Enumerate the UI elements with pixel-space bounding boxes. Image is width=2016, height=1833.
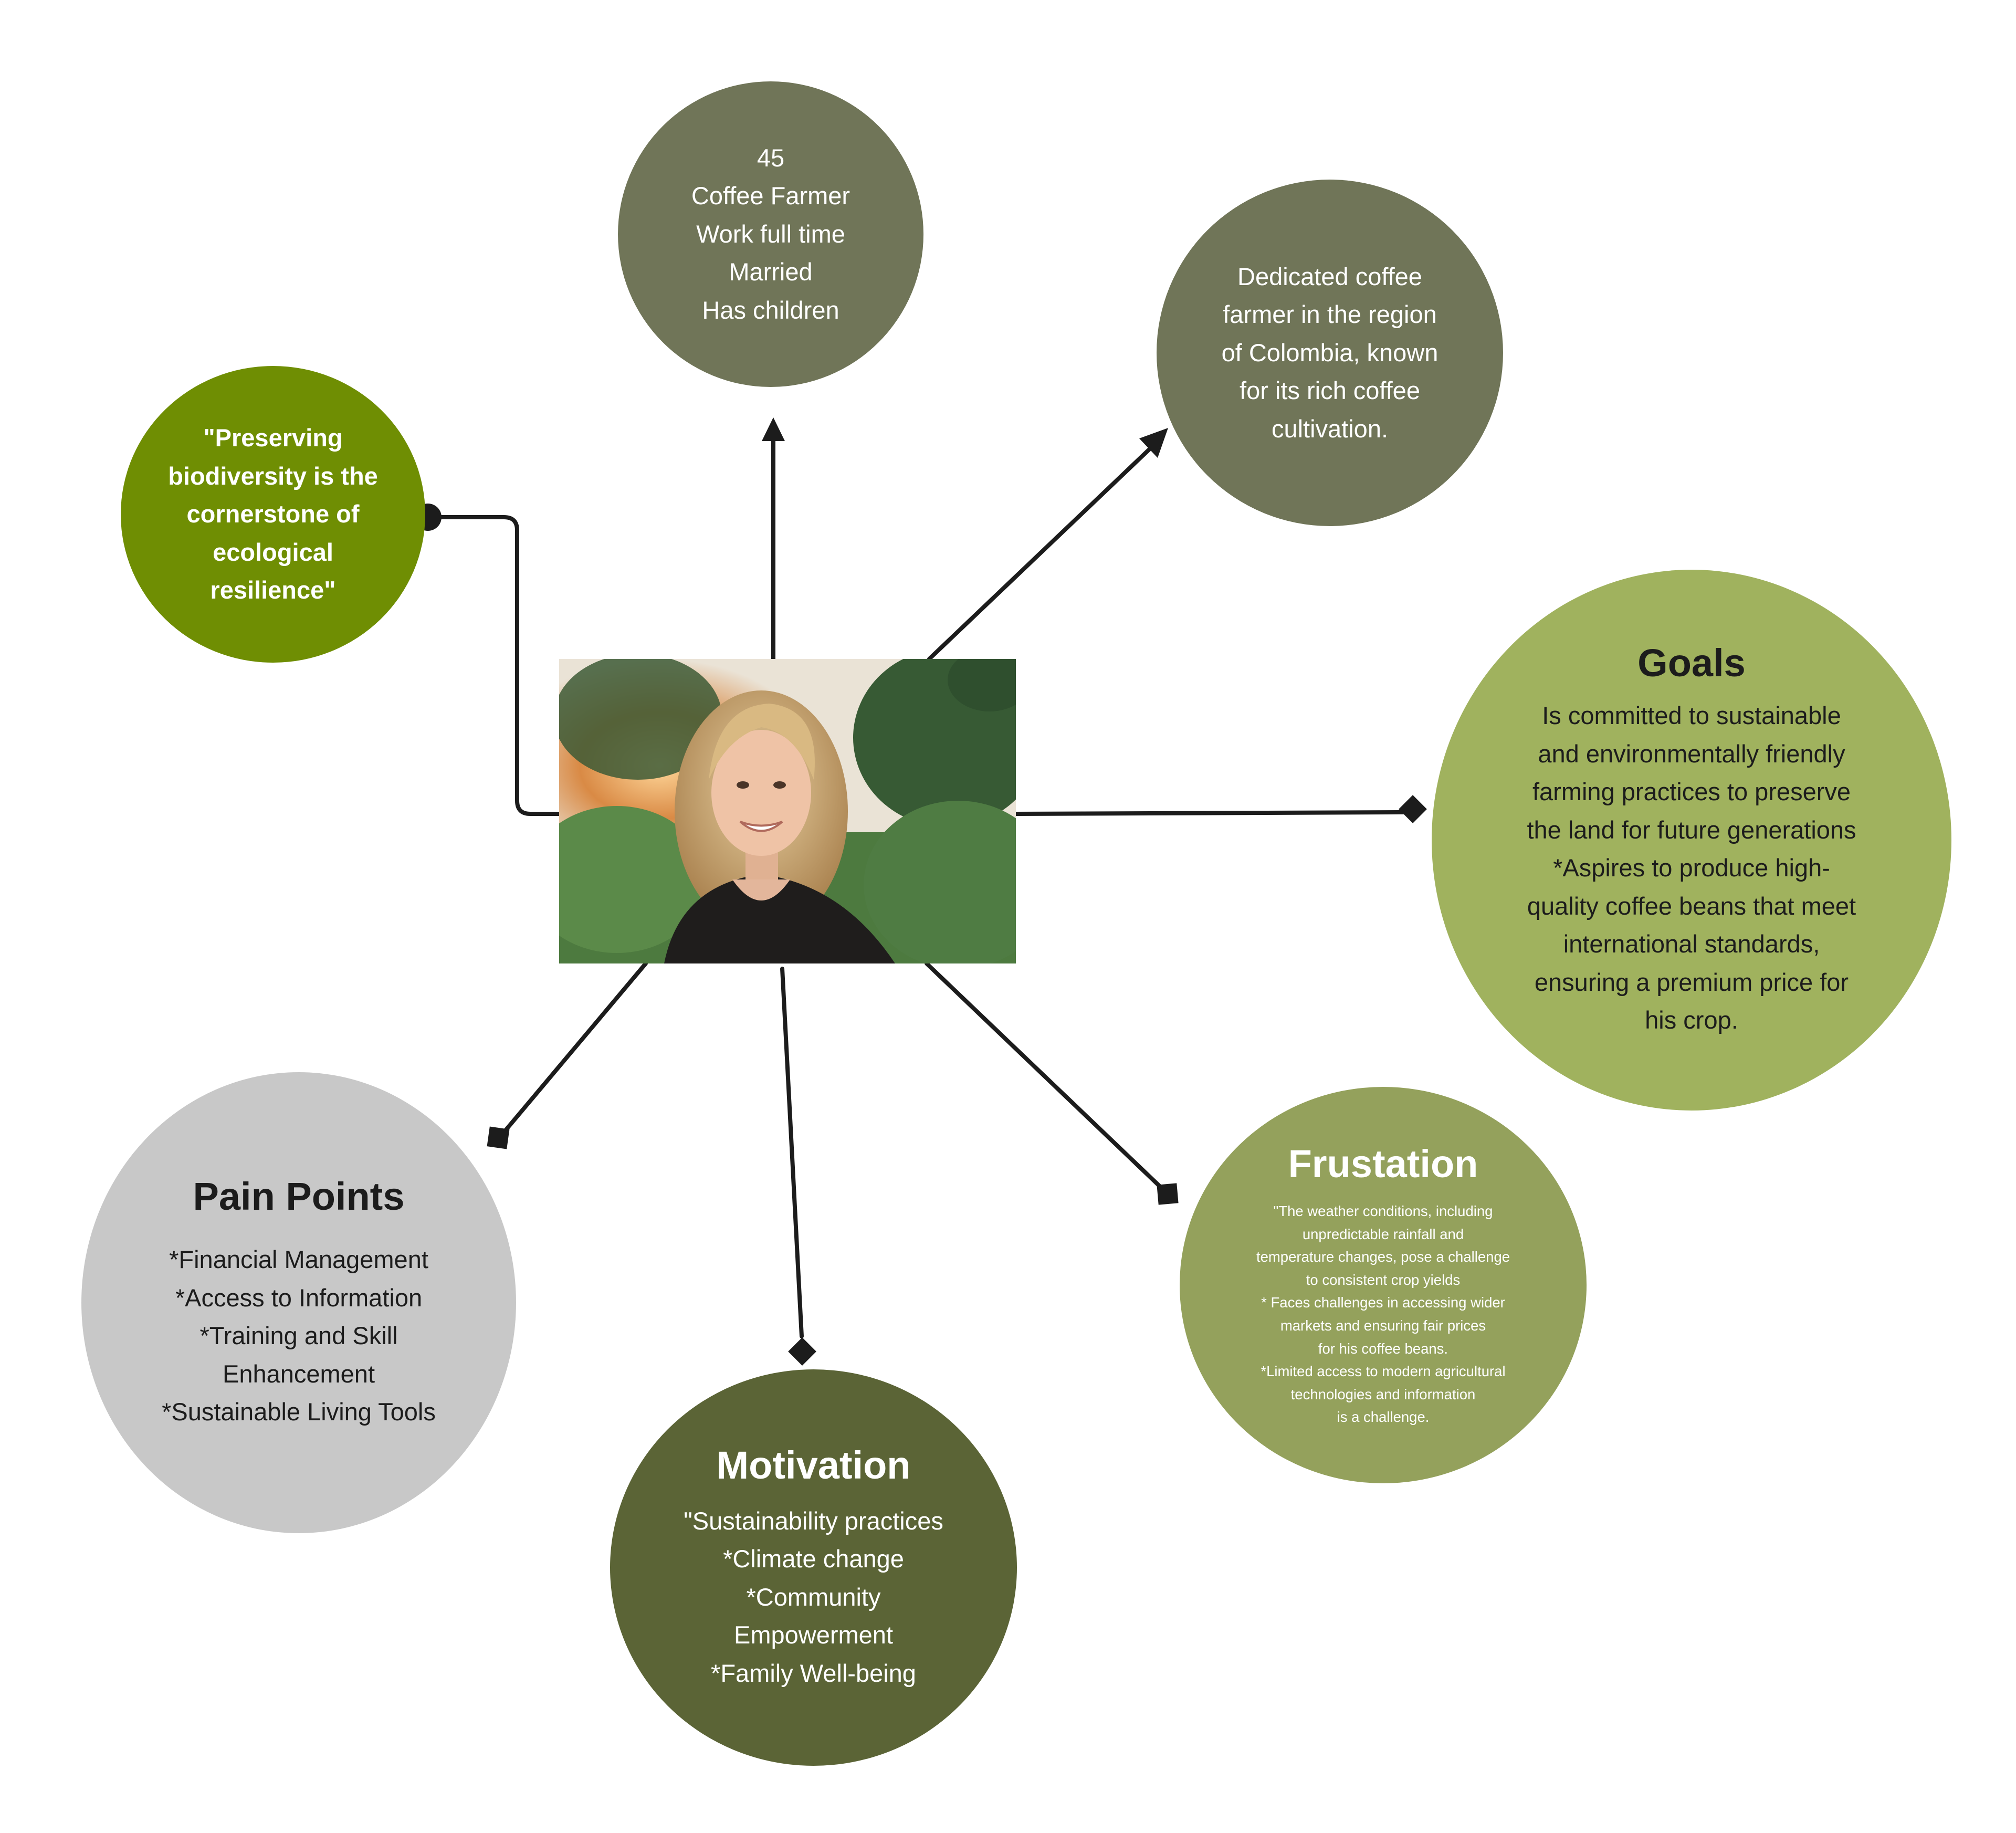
- connector-quote: [426, 515, 561, 816]
- connector-pain-points: [497, 961, 648, 1140]
- pain-points-text: *Financial Management *Access to Informa…: [162, 1245, 436, 1426]
- motivation-title: Motivation: [716, 1443, 911, 1487]
- diamond-marker-motivation: [788, 1337, 816, 1366]
- bio-text: Dedicated coffee farmer in the region of…: [1221, 262, 1438, 443]
- demographics-circle: 45 Coffee Farmer Work full time Married …: [618, 81, 923, 387]
- bio-circle: Dedicated coffee farmer in the region of…: [1157, 180, 1503, 526]
- frustration-title: Frustation: [1288, 1142, 1478, 1186]
- connector-frustration: [925, 961, 1164, 1190]
- goals-circle: Goals Is committed to sustainable and en…: [1432, 570, 1951, 1111]
- goals-title: Goals: [1637, 641, 1746, 685]
- demographics-text: 45 Coffee Farmer Work full time Married …: [691, 143, 850, 324]
- connector-bio: [927, 447, 1152, 661]
- pain-points-title: Pain Points: [193, 1175, 405, 1219]
- arrow-head-demographics: [762, 417, 785, 441]
- quote-text: "Preserving biodiversity is the cornerst…: [168, 424, 378, 604]
- goals-text: Is committed to sustainable and environm…: [1527, 701, 1856, 1034]
- diamond-marker-goals: [1399, 795, 1427, 823]
- motivation-text: "Sustainability practices *Climate chang…: [684, 1506, 943, 1687]
- quote-circle: "Preserving biodiversity is the cornerst…: [121, 366, 425, 663]
- square-marker-pain-points: [487, 1126, 510, 1149]
- persona-photo: [559, 659, 1016, 963]
- connector-goals: [1014, 810, 1406, 816]
- connector-motivation: [780, 967, 804, 1338]
- arrow-head-bio: [1139, 428, 1168, 458]
- pain-points-circle: Pain Points *Financial Management *Acces…: [81, 1072, 516, 1533]
- square-marker-frustration: [1157, 1183, 1179, 1205]
- frustration-text: "The weather conditions, including unpre…: [1256, 1203, 1510, 1426]
- motivation-circle: Motivation "Sustainability practices *Cl…: [610, 1369, 1017, 1766]
- frustration-circle: Frustation "The weather conditions, incl…: [1180, 1087, 1587, 1483]
